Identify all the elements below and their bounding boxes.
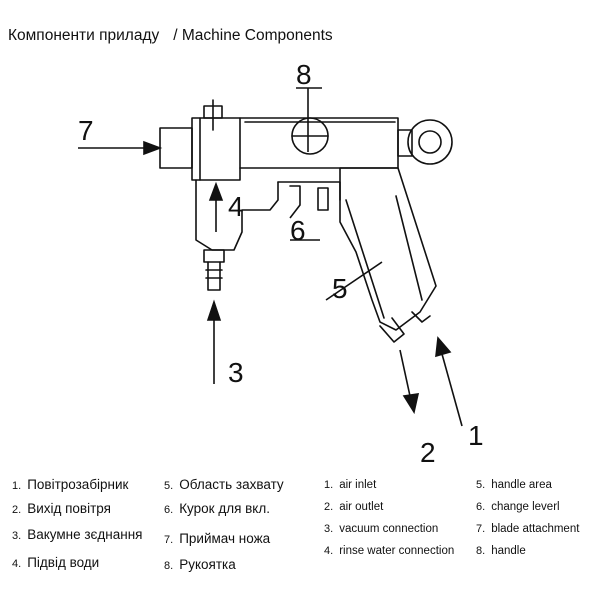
legend-item: 6.change leverl bbox=[476, 501, 560, 513]
callout-8: 8 bbox=[296, 59, 312, 90]
air-inlet-fitting bbox=[411, 311, 431, 323]
leader-5 bbox=[325, 261, 383, 301]
legend: 1.Повітрозабірник 2.Вихід повітря 3.Ваку… bbox=[0, 472, 600, 592]
trigger-guard bbox=[277, 181, 341, 201]
grip-back-line bbox=[395, 195, 423, 301]
arrow-7 bbox=[143, 140, 163, 156]
legend-item: 4.Підвід води bbox=[12, 555, 100, 570]
legend-item: 5.Область захвату bbox=[164, 477, 284, 492]
rear-ring bbox=[407, 119, 453, 165]
blade-attachment-nozzle bbox=[159, 127, 193, 169]
trigger-frame bbox=[289, 185, 301, 206]
title-english: / Machine Components bbox=[173, 27, 333, 44]
legend-item: 1.Повітрозабірник bbox=[12, 477, 129, 492]
legend-item: 5.handle area bbox=[476, 479, 552, 491]
vacuum-nipple bbox=[207, 261, 221, 291]
title-ukrainian: Компоненти приладу bbox=[8, 27, 160, 44]
grip-inner-line bbox=[345, 199, 385, 319]
arrow-4 bbox=[208, 181, 224, 201]
lower-front-block bbox=[195, 179, 279, 251]
vacuum-nut bbox=[203, 249, 225, 263]
arrow-1 bbox=[435, 336, 452, 358]
callout-4: 4 bbox=[228, 191, 244, 222]
legend-item: 6.Курок для вкл. bbox=[164, 501, 270, 516]
callout-5: 5 bbox=[332, 273, 348, 304]
legend-item: 8.handle bbox=[476, 545, 526, 557]
legend-item: 3.Вакумне зєднання bbox=[12, 527, 143, 542]
legend-item: 7.blade attachment bbox=[476, 523, 580, 535]
callout-1: 1 bbox=[468, 420, 484, 451]
callout-2: 2 bbox=[420, 437, 436, 468]
rear-ring-neck bbox=[397, 129, 413, 157]
air-outlet-fitting bbox=[379, 317, 405, 343]
arrow-3 bbox=[206, 299, 222, 321]
leader-2 bbox=[399, 349, 411, 397]
legend-item: 8.Рукоятка bbox=[164, 557, 236, 572]
callout-3: 3 bbox=[228, 357, 244, 388]
legend-item: 1.air inlet bbox=[324, 479, 377, 491]
legend-item: 7.Приймач ножа bbox=[164, 531, 271, 546]
legend-item: 4.rinse water connection bbox=[324, 545, 455, 557]
diagram-title: Компоненти приладу / Machine Components bbox=[8, 27, 333, 45]
callout-6: 6 bbox=[290, 215, 306, 246]
legend-item: 3.vacuum connection bbox=[324, 523, 439, 535]
rear-ring-hole bbox=[418, 130, 442, 154]
legend-item: 2.Вихід повітря bbox=[12, 501, 111, 516]
grip bbox=[339, 167, 437, 331]
callout-7: 7 bbox=[78, 115, 94, 146]
main-body bbox=[239, 117, 399, 169]
leader-6 bbox=[289, 204, 301, 219]
leader-1 bbox=[441, 353, 463, 427]
trigger bbox=[317, 187, 329, 211]
legend-item: 2.air outlet bbox=[324, 501, 384, 513]
arrow-2 bbox=[402, 393, 420, 415]
